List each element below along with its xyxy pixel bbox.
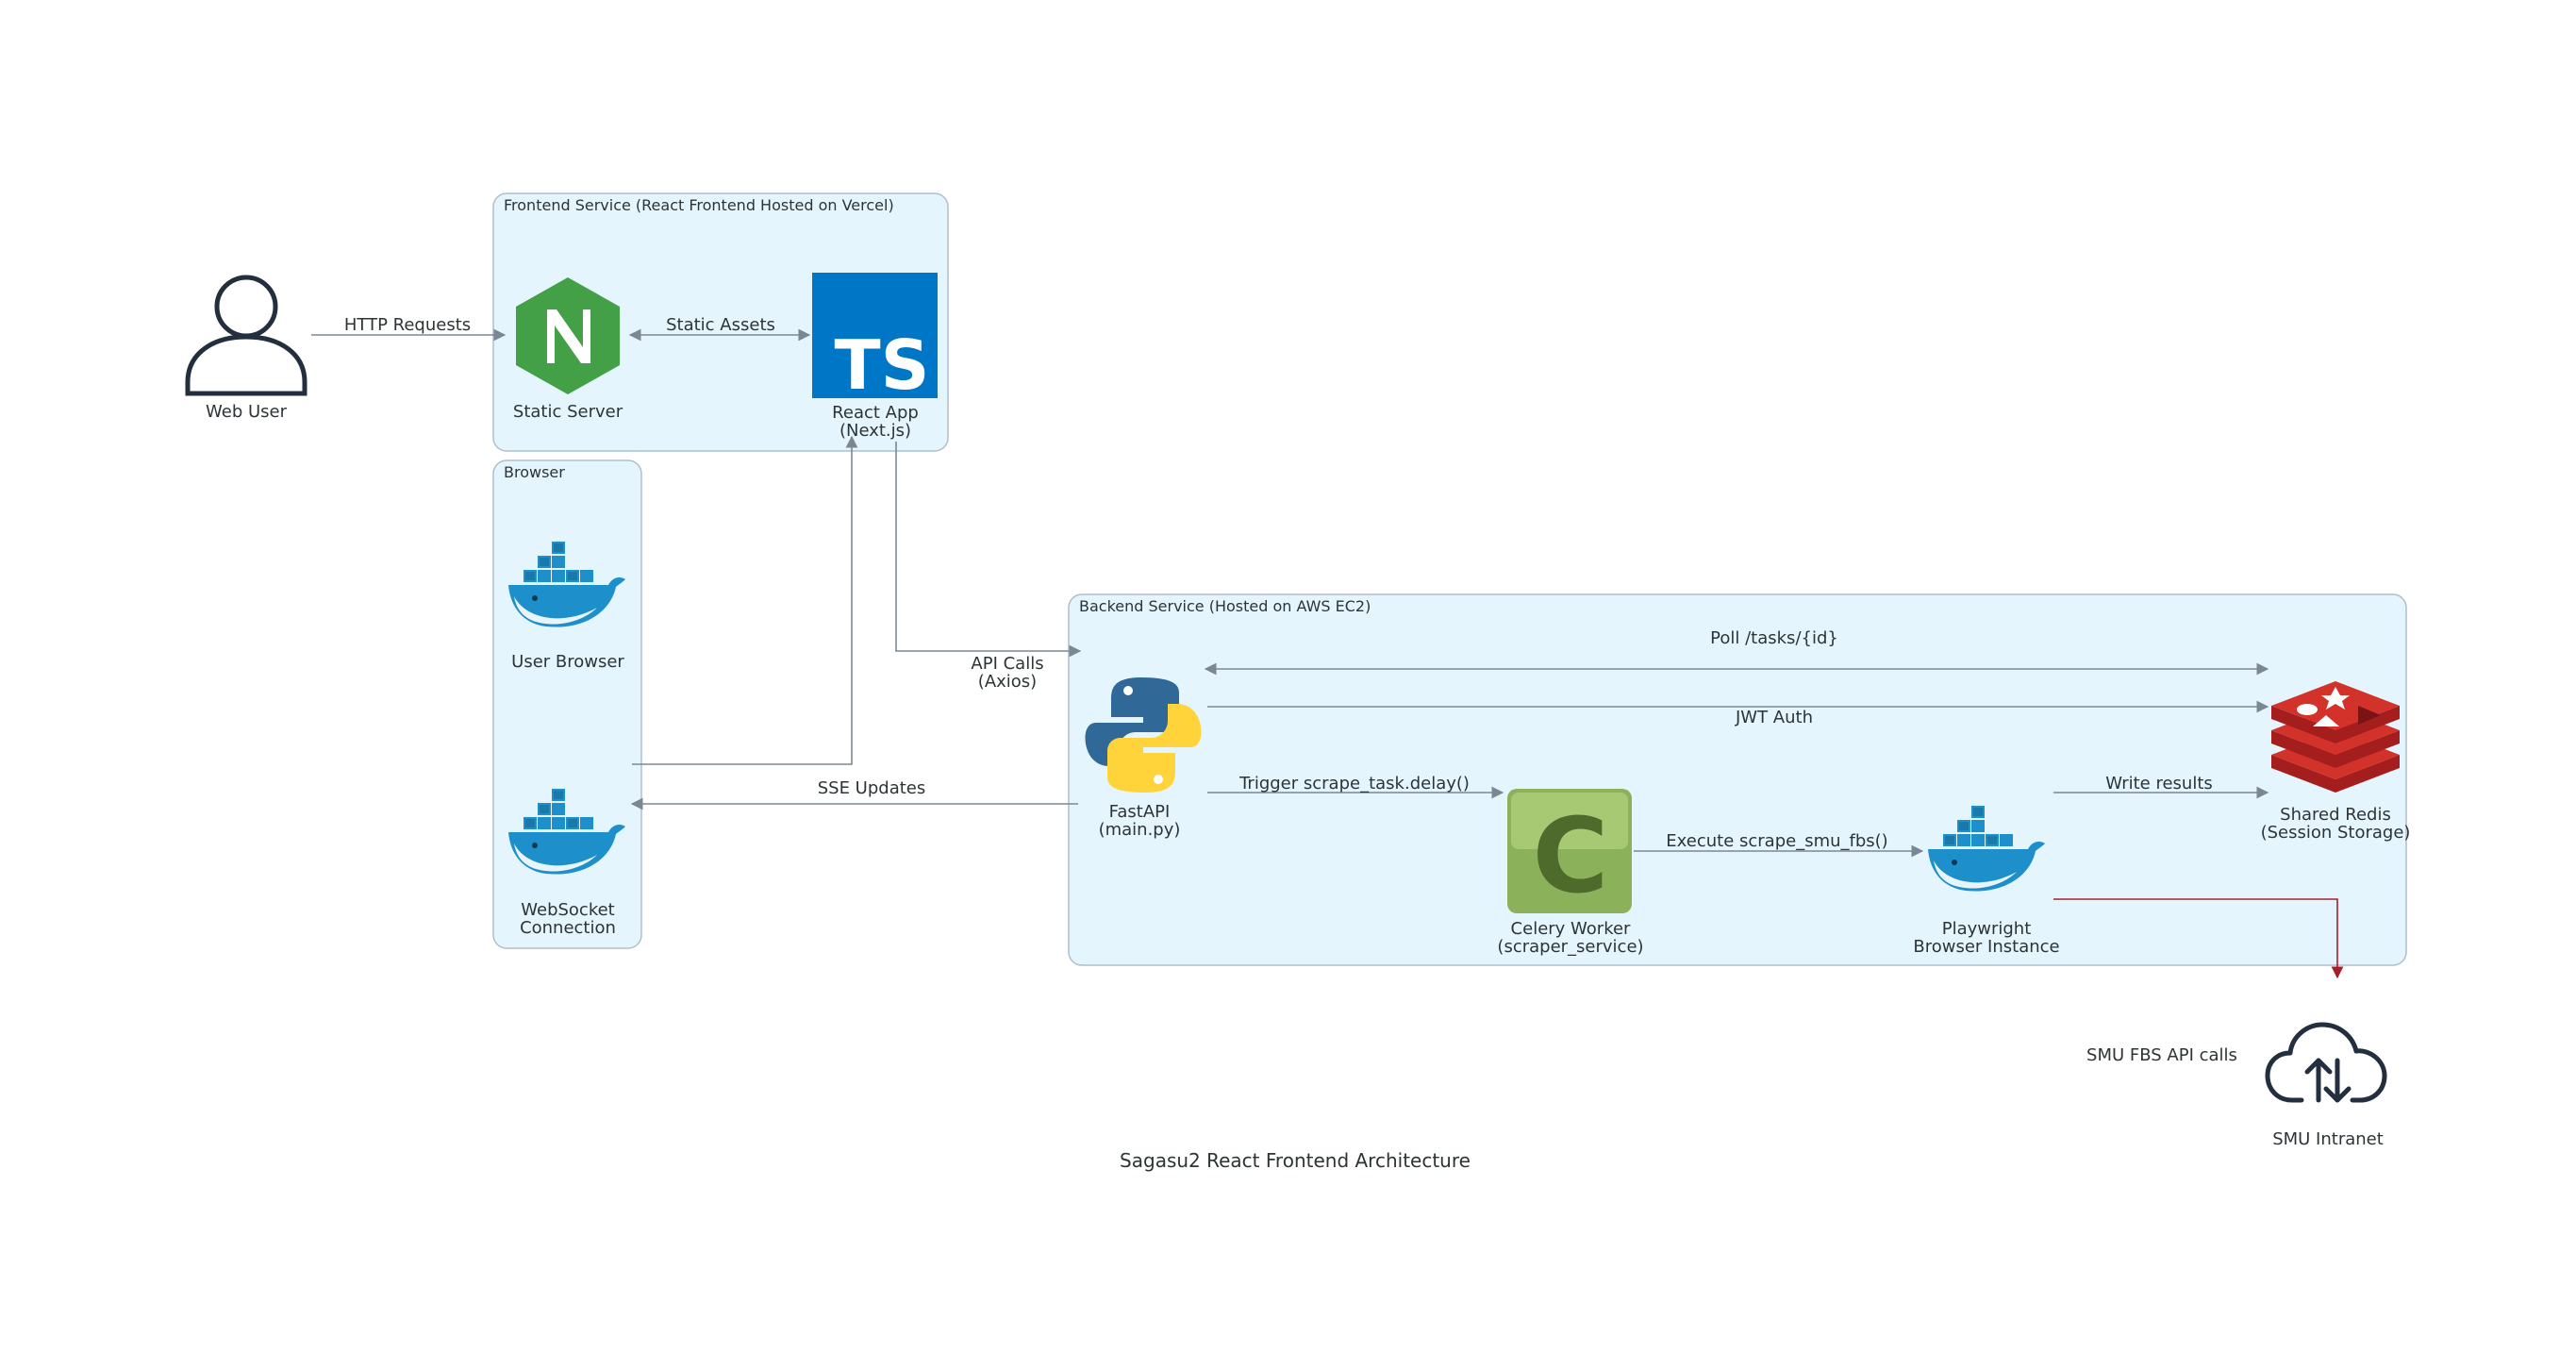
edge-label-write-results: Write results [2105,774,2213,793]
cluster-browser: Browser [492,459,642,949]
edge-label-static-assets: Static Assets [666,315,775,335]
edge-label-api-calls-1: API Calls [971,654,1043,674]
node-label-react-app-2: (Next.js) [839,421,911,441]
node-label-redis-2: (Session Storage) [2261,823,2411,843]
node-label-react-app-1: React App [832,403,919,423]
cluster-backend-label: Backend Service (Hosted on AWS EC2) [1079,597,1371,615]
node-label-fastapi-1: FastAPI [1109,802,1171,822]
redis-icon [2271,681,2400,793]
node-label-celery-1: Celery Worker [1511,919,1632,939]
node-smu-intranet: SMU Intranet [2265,1022,2387,1149]
edge-label-execute-scrape: Execute scrape_smu_fbs() [1666,831,1887,851]
diagram-title: Sagasu2 React Frontend Architecture [1120,1149,1471,1172]
node-label-fastapi-2: (main.py) [1099,820,1181,840]
edge-label-trigger-task: Trigger scrape_task.delay() [1238,774,1470,793]
node-user-browser: User Browser [508,542,625,672]
node-label-redis-1: Shared Redis [2280,805,2391,825]
edge-label-poll-tasks: Poll /tasks/{id} [1710,628,1838,648]
node-label-static-server: Static Server [513,402,623,422]
edge-label-http-requests: HTTP Requests [344,315,471,335]
typescript-icon: TS [812,273,938,405]
node-label-playwright-1: Playwright [1942,919,2032,939]
python-icon [1085,677,1202,793]
edge-smu-fbs-api [2053,898,2344,979]
typescript-icon-text: TS [835,326,930,405]
edge-label-smu-fbs-api: SMU FBS API calls [2086,1045,2237,1065]
edge-label-api-calls-2: (Axios) [978,672,1037,692]
edge-websocket-to-react [632,435,858,765]
node-label-web-user: Web User [206,402,288,422]
cluster-backend: Backend Service (Hosted on AWS EC2) [1068,593,2407,966]
celery-icon-text: C [1533,795,1609,916]
node-label-user-browser: User Browser [511,652,624,672]
nginx-icon [516,277,620,394]
node-static-server: Static Server [513,277,623,422]
edge-label-sse-updates: SSE Updates [818,778,926,798]
node-label-websocket-1: WebSocket [521,900,615,920]
edges: HTTP Requests Static Assets API Calls (A… [311,315,2344,1065]
node-label-playwright-2: Browser Instance [1913,937,2059,957]
node-label-celery-2: (scraper_service) [1497,937,1643,957]
cloud-sync-icon [2265,1022,2387,1103]
node-label-smu-intranet: SMU Intranet [2272,1129,2384,1149]
user-icon [185,275,307,396]
cluster-frontend-label: Frontend Service (React Frontend Hosted … [504,196,894,214]
celery-icon: C [1507,789,1632,916]
node-fastapi: FastAPI (main.py) [1085,677,1202,840]
node-react-app: TS React App (Next.js) [812,273,938,441]
node-celery: C Celery Worker (scraper_service) [1497,789,1644,957]
node-web-user: Web User [185,275,307,422]
edge-label-jwt-auth: JWT Auth [1735,708,1813,727]
edge-api-calls [895,442,1082,658]
node-websocket: WebSocket Connection [508,789,625,938]
node-redis: Shared Redis (Session Storage) [2261,681,2411,843]
cluster-browser-label: Browser [504,463,565,481]
node-label-websocket-2: Connection [520,918,616,938]
node-playwright: Playwright Browser Instance [1913,806,2060,957]
